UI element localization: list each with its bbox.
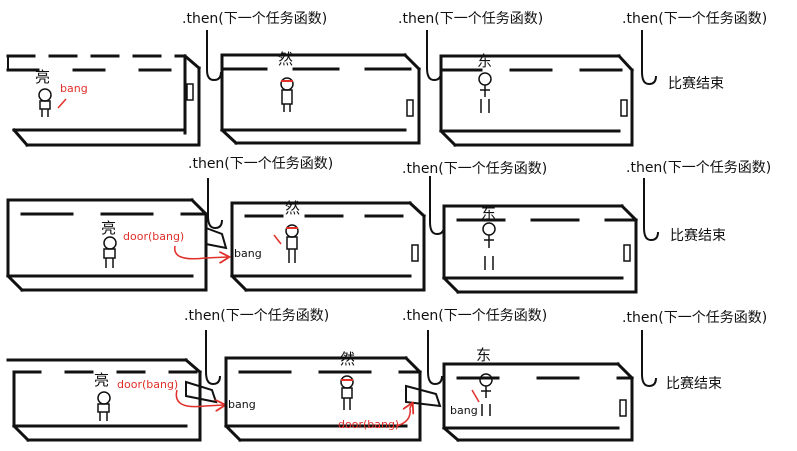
row-3: 亮 door(bang) bang .then(下一个任务函数) 然: [6, 308, 767, 443]
runner-dong: 东: [477, 52, 492, 113]
then-label: .then(下一个任务函数): [622, 11, 767, 27]
runner-liang: 亮 bang: [35, 68, 88, 117]
stick-figure-icon: [482, 222, 496, 270]
stick-figure-icon: [103, 236, 117, 268]
box-3-3: [441, 361, 635, 443]
door-icon: [205, 226, 228, 250]
curved-arrow-icon: [175, 389, 224, 407]
hook-icon: [427, 330, 443, 386]
door-icon: [405, 384, 442, 408]
hook-icon: [643, 178, 659, 242]
action-label: door(bang): [123, 230, 184, 243]
curved-arrow-icon: [174, 245, 228, 259]
end-label: 比赛结束: [668, 76, 724, 92]
hook-icon: [205, 330, 221, 386]
then-label: .then(下一个任务函数): [182, 11, 327, 27]
baton-mark: [57, 98, 67, 109]
box-2-1: [5, 197, 209, 293]
baton-mark: [471, 389, 480, 403]
then-label: .then(下一个任务函数): [402, 161, 547, 177]
hook-icon: [429, 176, 445, 236]
stick-figure-icon: [38, 88, 52, 117]
runner-name: 东: [477, 52, 492, 70]
hook-icon: [641, 30, 657, 86]
door-icon: [411, 244, 419, 262]
then-label: .then(下一个任务函数): [184, 308, 329, 324]
then-label: .then(下一个任务函数): [188, 156, 333, 172]
box-2-2: [229, 200, 427, 293]
box-1-1: [6, 53, 202, 148]
runner-name: 亮: [101, 219, 116, 237]
runner-name: 然: [278, 50, 293, 68]
stick-figure-icon: [478, 72, 492, 113]
row-2: 亮 door(bang) bang .then(下一个任务函数) 然: [5, 156, 771, 295]
action-label: door(bang): [117, 378, 178, 391]
runner-ran: 然: [273, 199, 300, 263]
box-3-2: [223, 355, 423, 443]
runner-name: 东: [481, 204, 496, 222]
row-1: 亮 bang .then(下一个任务函数) 然: [6, 11, 767, 148]
then-label: .then(下一个任务函数): [398, 11, 543, 27]
action-label: bang: [234, 247, 262, 260]
runner-ran: 然 door(bang): [338, 350, 399, 431]
then-label: .then(下一个任务函数): [402, 308, 547, 324]
runner-name: 然: [285, 199, 300, 217]
stick-figure-icon: [97, 391, 111, 421]
then-label: .then(下一个任务函数): [622, 310, 767, 326]
runner-dong: 东: [481, 204, 496, 270]
runner-liang: 亮 door(bang): [101, 219, 184, 268]
end-label: 比赛结束: [670, 228, 726, 244]
door-icon: [619, 399, 627, 417]
action-label: bang: [60, 82, 88, 95]
baton-mark: [273, 234, 282, 245]
door-icon: [406, 99, 414, 117]
runner-name: 东: [476, 346, 491, 364]
box-2-3: [441, 203, 639, 295]
stick-figure-icon: [340, 375, 354, 410]
end-label: 比赛结束: [666, 376, 722, 392]
hook-icon: [641, 330, 657, 388]
runner-dong: 东: [471, 346, 493, 416]
stick-figure-icon: [280, 77, 294, 112]
curved-arrow-icon: [395, 404, 412, 427]
action-label: bang: [228, 398, 256, 411]
box-1-3: [438, 53, 635, 148]
action-label: bang: [450, 404, 478, 417]
runner-name: 亮: [94, 371, 109, 389]
door-icon: [623, 244, 631, 262]
runner-name: 亮: [35, 68, 50, 86]
door-icon: [186, 83, 194, 101]
door-icon: [620, 99, 628, 117]
runner-name: 然: [340, 350, 355, 368]
box-1-2: [219, 52, 422, 146]
hook-icon: [426, 30, 442, 82]
runner-ran: 然: [278, 50, 294, 112]
stick-figure-icon: [285, 224, 299, 263]
hook-icon: [206, 30, 222, 82]
runner-liang: 亮 door(bang): [94, 371, 178, 421]
stick-figure-icon: [479, 373, 493, 416]
then-label: .then(下一个任务函数): [626, 160, 771, 176]
action-label: door(bang): [338, 418, 399, 431]
hook-icon: [207, 178, 223, 230]
